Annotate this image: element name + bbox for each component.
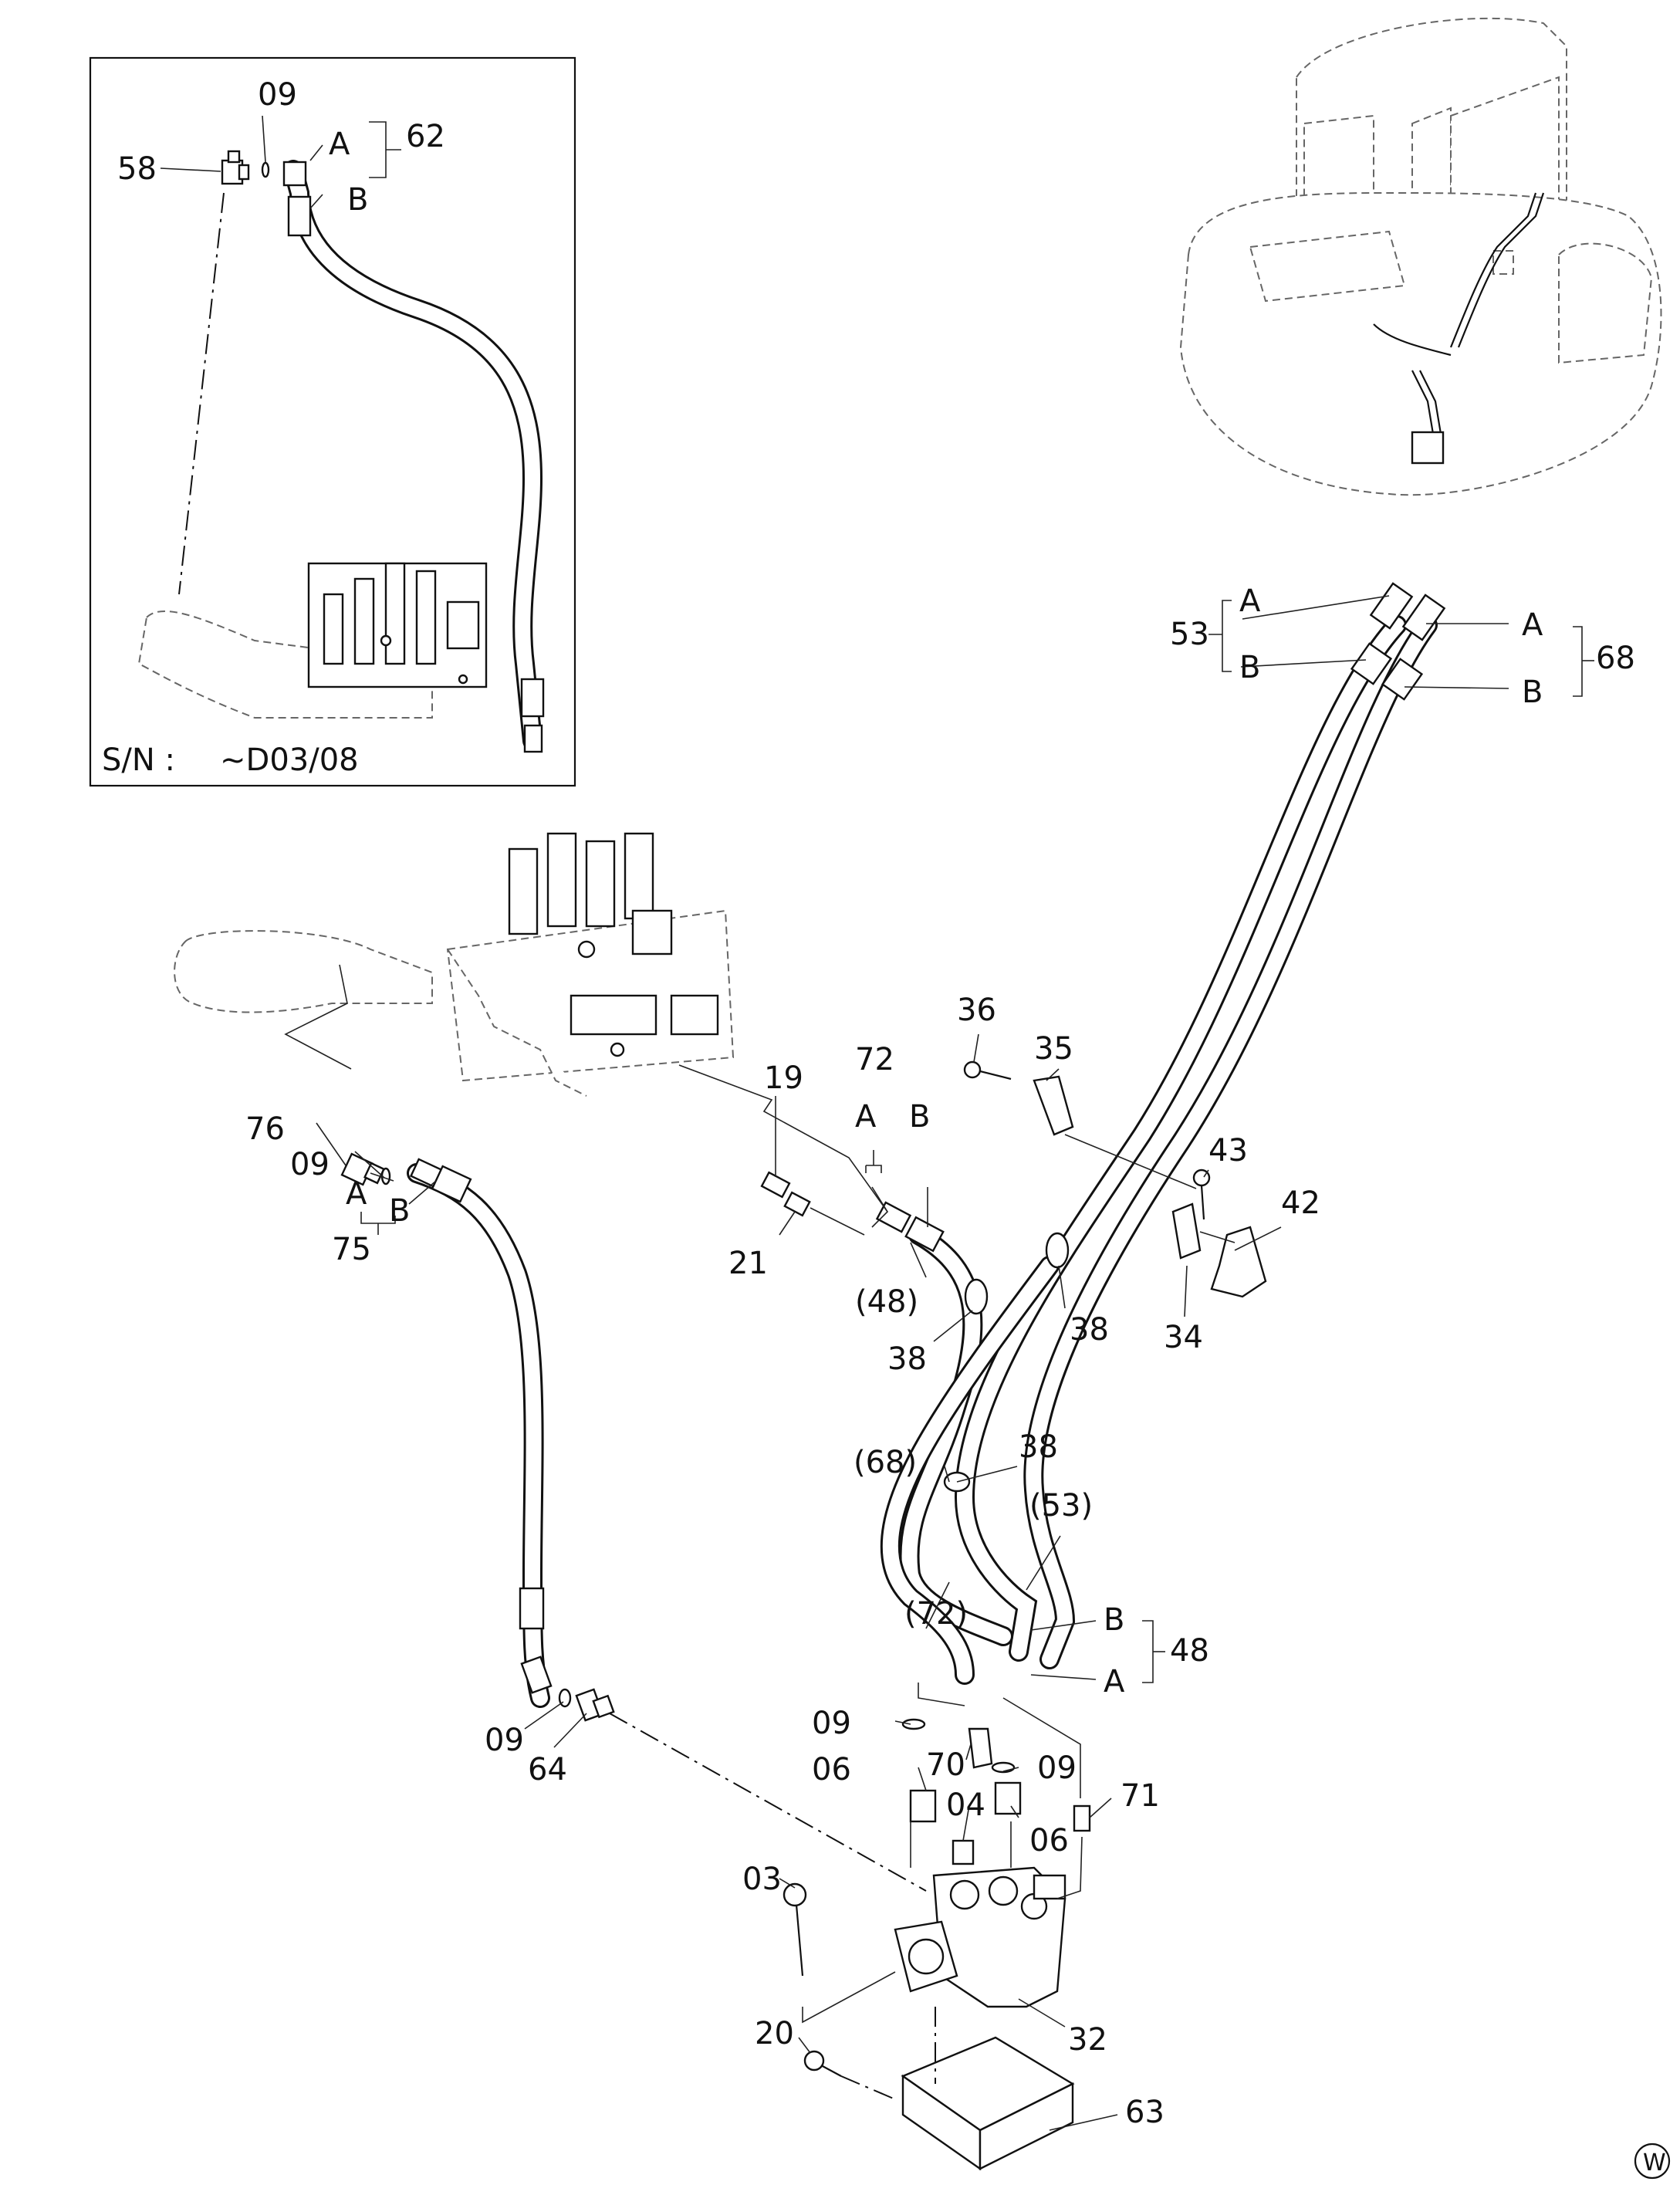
clamp-38-a: [964, 1278, 989, 1315]
cover-63: [901, 2036, 1075, 2171]
label-09-upper: 09: [290, 1147, 330, 1182]
inset-fitting-58: [221, 150, 250, 185]
label-75-B: B: [389, 1193, 410, 1229]
label-38-right: 38: [1070, 1312, 1109, 1348]
label-38-left: 38: [887, 1341, 927, 1377]
bolt-43: [1192, 1169, 1211, 1220]
leader-dash-64: [609, 1713, 927, 1892]
inset-oring-09: [261, 161, 270, 178]
label-68-A: A: [1522, 607, 1543, 643]
label-72: 72: [855, 1042, 894, 1077]
hose-75: [407, 1158, 553, 1708]
connector-line-76: [284, 964, 352, 1070]
inset-serial-label: S/N :: [102, 742, 175, 778]
plug-04: [952, 1839, 975, 1865]
label-72-paren: (72): [904, 1596, 968, 1632]
label-48-B: B: [1104, 1602, 1124, 1638]
label-35: 35: [1034, 1031, 1073, 1067]
clamp-38-b: [1045, 1232, 1070, 1269]
fitting-64: [558, 1688, 615, 1722]
inset-label-58: 58: [117, 151, 157, 187]
label-06-right: 06: [1029, 1823, 1069, 1858]
inset-control-valve: [137, 562, 488, 719]
inset-label-A: A: [329, 127, 350, 162]
bolt-20: [803, 2050, 842, 2077]
inset-label-09: 09: [258, 77, 297, 113]
hose-68: [1023, 615, 1438, 1669]
label-75-A: A: [346, 1176, 367, 1212]
label-09-mid-left: 09: [812, 1706, 851, 1741]
label-72-B: B: [909, 1099, 930, 1135]
label-48: 48: [1170, 1633, 1209, 1669]
label-34: 34: [1164, 1320, 1203, 1355]
control-valve-ghost: [174, 832, 735, 1097]
corner-mark-letter: W: [1643, 2149, 1666, 2176]
label-04: 04: [946, 1787, 985, 1823]
label-53: 53: [1170, 617, 1209, 652]
label-68: 68: [1596, 641, 1635, 676]
selector-valve-32: [894, 1866, 1066, 2008]
label-42: 42: [1281, 1185, 1320, 1221]
clamp-35: [1033, 1075, 1074, 1136]
label-43: 43: [1208, 1133, 1248, 1169]
inset-panel: 09 58 A B 62 S/N : ~D03/08: [89, 56, 576, 787]
inset-label-62: 62: [406, 119, 445, 154]
plate-34: [1171, 1202, 1202, 1260]
bracket-42: [1210, 1226, 1267, 1298]
leader-lines: [316, 595, 1594, 2131]
label-53-B: B: [1239, 650, 1260, 685]
label-53-paren: (53): [1029, 1488, 1093, 1524]
label-63: 63: [1125, 2095, 1165, 2130]
inset-frame: [89, 56, 576, 787]
elbow-70: [968, 1727, 993, 1769]
label-21: 21: [728, 1246, 768, 1281]
inset-label-B: B: [347, 182, 368, 218]
excavator-overview: [1179, 17, 1662, 496]
label-09-lower: 09: [485, 1723, 524, 1758]
label-76: 76: [245, 1111, 285, 1147]
label-38-mid: 38: [1019, 1429, 1058, 1465]
bolt-03: [783, 1882, 807, 1977]
label-06-left: 06: [812, 1752, 851, 1787]
fitting-71: [1073, 1804, 1091, 1832]
hose-72: [880, 1256, 1060, 1685]
label-32: 32: [1068, 2022, 1107, 2058]
label-68-paren: (68): [854, 1445, 917, 1480]
label-71: 71: [1121, 1778, 1160, 1814]
inset-hose-62: [282, 160, 545, 753]
fitting-21: [783, 1191, 811, 1217]
label-48-A: A: [1104, 1664, 1125, 1700]
fittings-72: [875, 1201, 945, 1253]
inset-serial-value: ~D03/08: [220, 742, 359, 778]
label-68-B: B: [1522, 675, 1543, 710]
connector-line-valve: [678, 1064, 889, 1228]
part-labels: 53 A B A B 68 36 35 43 42 34 38 38 38 19…: [245, 583, 1635, 2130]
label-72-A: A: [855, 1099, 877, 1135]
oring-09-left: [901, 1718, 926, 1730]
label-53-A: A: [1239, 583, 1261, 619]
label-19: 19: [764, 1060, 803, 1096]
fitting-06-right: [994, 1781, 1022, 1815]
label-20: 20: [755, 2016, 794, 2051]
inset-leader-dash: [178, 192, 225, 595]
label-09-mid-right: 09: [1037, 1750, 1077, 1786]
bolt-36: [963, 1060, 1012, 1081]
label-64: 64: [528, 1752, 567, 1787]
label-03: 03: [742, 1862, 782, 1897]
label-75: 75: [332, 1232, 371, 1267]
fitting-06-left: [909, 1789, 937, 1823]
corner-mark: W: [1634, 2143, 1671, 2180]
fitting-19: [760, 1171, 791, 1199]
label-48-paren: (48): [855, 1284, 918, 1320]
label-70: 70: [926, 1747, 965, 1783]
hose-53: [954, 615, 1407, 1662]
label-36: 36: [957, 993, 996, 1028]
